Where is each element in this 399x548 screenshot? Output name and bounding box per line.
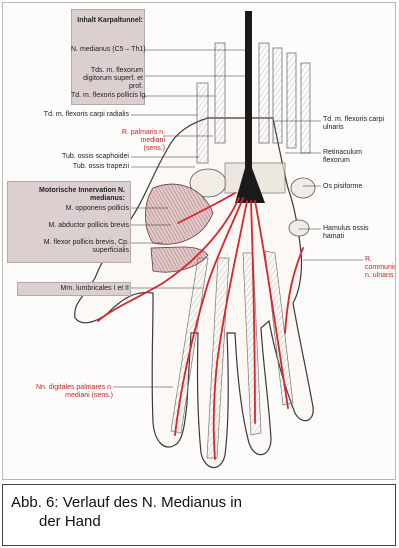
label-flexor-carpi-radialis: Td. m. flexoris carpi radialis [3, 111, 129, 119]
label-tub-trapezii: Tub. ossis trapezii [3, 163, 129, 171]
figure-frame: Inhalt Karpaltunnel: N. medianus (C5 – T… [2, 2, 396, 480]
label-n-medianus: N. medianus (C5 – Th1) [71, 46, 143, 54]
label-os-pisiforme: Os pisiforme [323, 183, 383, 191]
label-opponens-pollicis: M. opponens pollicis [7, 205, 129, 213]
label-hamulus: Hamulus ossis hamati [323, 225, 383, 241]
label-r-communicans: R. communicans n. ulnaris [365, 256, 395, 280]
label-retinaculum: Retinaculum flexorum [323, 149, 383, 165]
median-nerve [245, 11, 252, 171]
figure-caption: Abb. 6: Verlauf des N. Medianus in der H… [11, 493, 391, 531]
caption-line-2: der Hand [11, 512, 391, 531]
caption-line-1: Abb. 6: Verlauf des N. Medianus in [11, 493, 391, 512]
label-flexor-pollicis-lg: Td. m. flexoris pollicis lg. [71, 92, 143, 100]
figure-caption-box: Abb. 6: Verlauf des N. Medianus in der H… [2, 484, 396, 546]
label-flexor-carpi-ulnaris: Td. m. flexoris carpi ulnaris [323, 116, 385, 132]
carpal-tunnel-title: Inhalt Karpaltunnel: [71, 17, 143, 25]
label-r-palmaris: R. palmaris n. mediani (sens.) [121, 129, 165, 153]
motor-innervation-title: Motorische Innervation N. medianus: [7, 187, 125, 203]
label-lumbricales: Mm. lumbricales I et II [17, 285, 129, 293]
label-abductor-pollicis-brevis: M. abductor pollicis brevis [7, 222, 129, 230]
label-nn-digitales: Nn. digitales palmares n. mediani (sens.… [23, 384, 113, 400]
label-flexor-pollicis-brevis: M. flexor pollicis brevis, Cp. superfici… [7, 239, 129, 255]
label-tub-scaphoidei: Tub. ossis scaphoidei [3, 153, 129, 161]
label-tds-flexorum: Tds. m. flexorum digitorum superf. et pr… [71, 67, 143, 91]
